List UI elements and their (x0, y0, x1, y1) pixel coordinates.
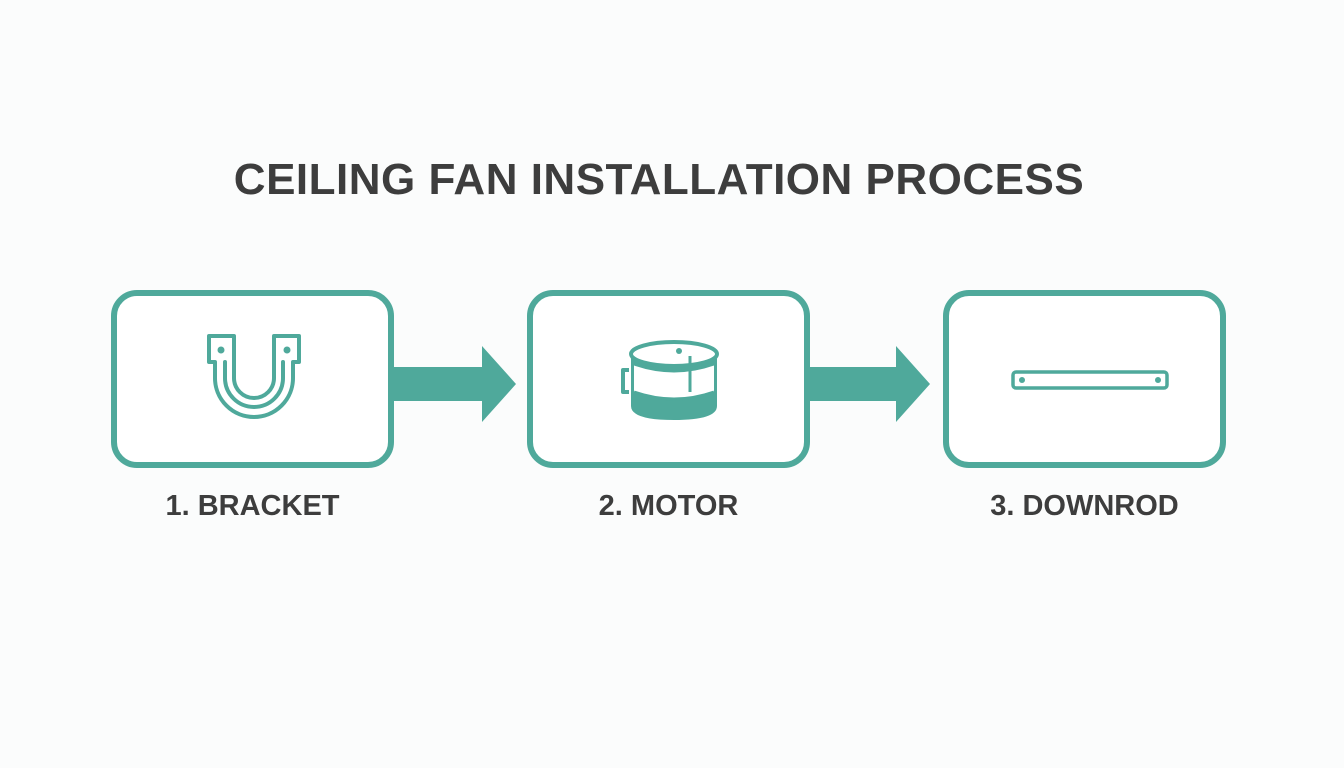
step-label-motor: 2. MOTOR (598, 490, 739, 522)
arrow-icon (808, 346, 930, 422)
step-box-downrod (943, 290, 1226, 468)
bracket-icon (207, 334, 301, 419)
step-box-bracket (111, 290, 394, 468)
step-label-bracket: 1. BRACKET (165, 490, 340, 522)
arrow-icon (394, 346, 516, 422)
downrod-icon (1011, 370, 1169, 390)
step-label-downrod: 3. DOWNROD (990, 490, 1179, 522)
motor-icon (621, 340, 719, 420)
step-box-motor (527, 290, 810, 468)
diagram-title: CEILING FAN INSTALLATION PROCESS (233, 155, 1085, 204)
